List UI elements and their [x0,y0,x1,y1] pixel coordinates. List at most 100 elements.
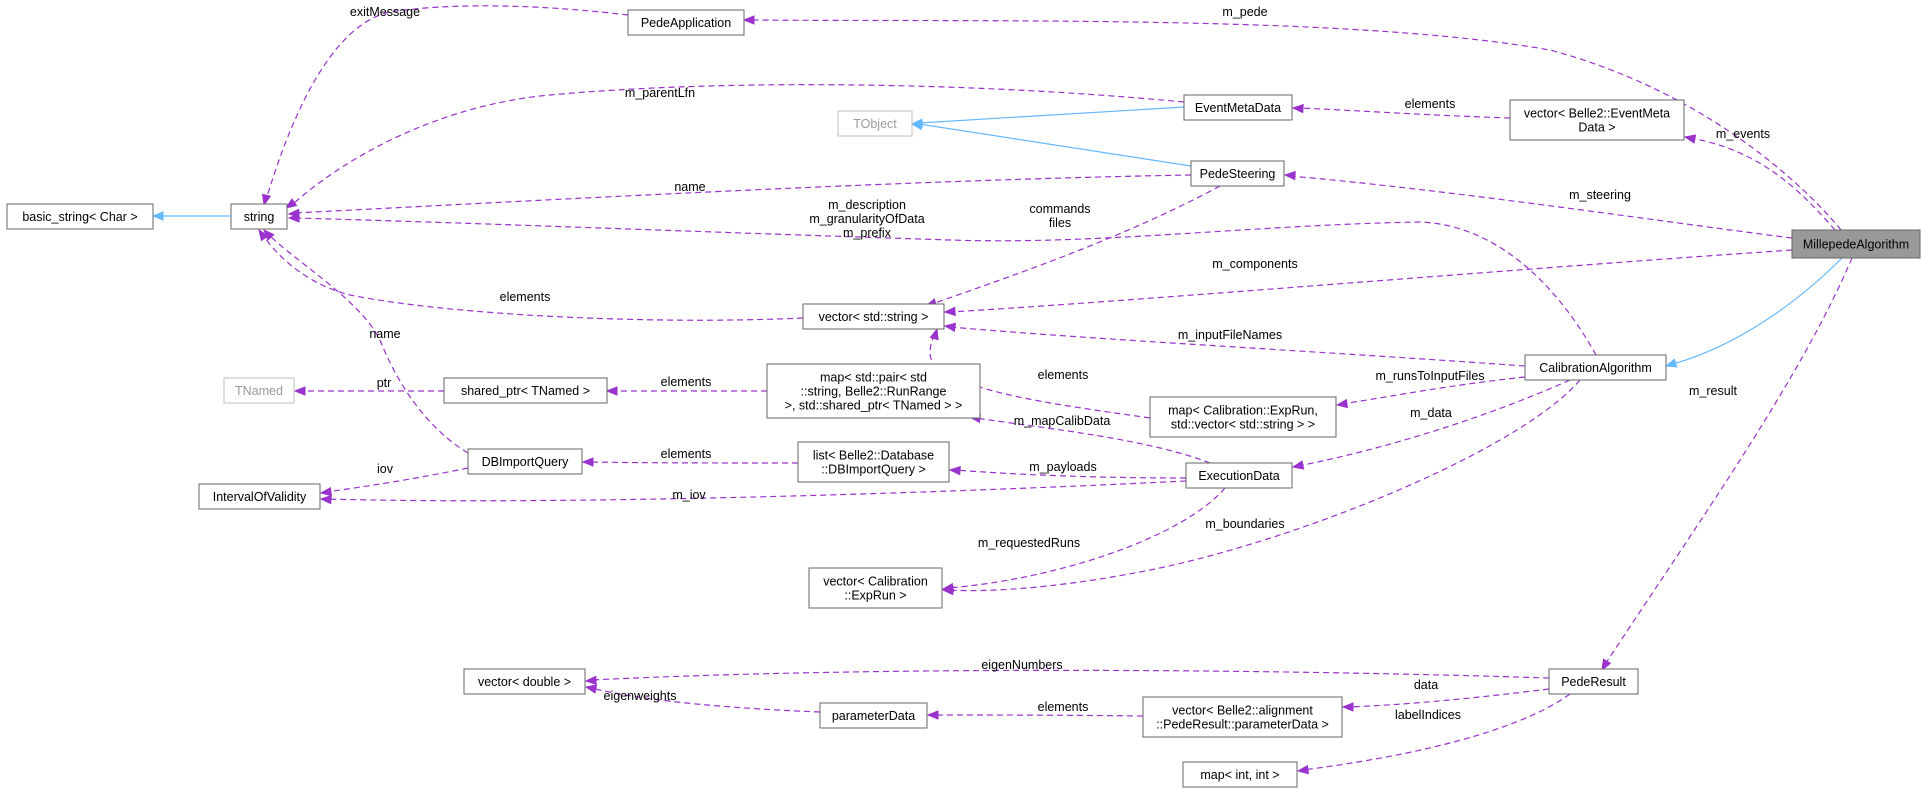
inheritance-arrowhead [910,120,924,131]
node-label: MillepedeAlgorithm [1803,238,1909,252]
node-label: PedeApplication [641,16,731,30]
node-box [797,441,950,483]
edge-line [947,379,1581,592]
inheritance-arrowhead [151,211,164,221]
edge-label: m_requestedRuns [978,536,1080,550]
node-box [1185,462,1293,489]
node-box [1509,99,1685,141]
edge-label: ptr [377,376,392,390]
node-label: ExecutionData [1198,469,1279,483]
edge-requestedRuns: m_requestedRuns [941,487,1226,593]
usage-arrowhead [293,386,306,396]
edge-m-iov: m_iov [319,480,1187,505]
edge-label: m_payloads [1029,460,1096,474]
edge-label: m_inputFileNames [1178,328,1282,342]
edge-label: m_boundaries [1205,517,1284,531]
node-label: ::string, Belle2::RunRange [801,385,947,399]
node-basic-string[interactable]: basic_string< Char > [6,203,154,230]
edge-line [949,249,1793,313]
node-tobject[interactable]: TObject [837,110,913,137]
node-pede-steering[interactable]: PedeSteering [1190,160,1285,187]
edge-shared-elements: elements [605,375,767,396]
node-pede-result[interactable]: PedeResult [1548,668,1639,695]
edge-line [954,469,1187,479]
node-label: >, std::shared_ptr< TNamed > > [785,399,963,413]
node-label: ::DBImportQuery > [821,463,926,477]
edge-line [974,417,1211,464]
node-map-exp-run[interactable]: map< Calibration::ExpRun,std::vector< st… [1149,396,1337,438]
node-box [1142,696,1343,738]
node-shared-ptr[interactable]: shared_ptr< TNamed > [443,377,608,404]
node-vec-string[interactable]: vector< std::string > [802,303,945,330]
node-box [627,9,745,36]
node-label: map< std::pair< std [820,371,927,385]
edge-line [1289,175,1793,239]
node-execution-data[interactable]: ExecutionData [1185,462,1293,489]
edge-label: elements [1405,97,1456,111]
edge-line [590,687,821,713]
usage-arrowhead [1335,398,1349,409]
node-label: shared_ptr< TNamed > [461,384,590,398]
edge-inputFileNames: m_inputFileNames [943,322,1526,367]
edge-parentLfn: m_parentLfn [284,84,1185,209]
usage-arrowhead [943,306,956,317]
node-map-int-int[interactable]: map< int, int > [1182,761,1298,788]
edge-result: m_result [1601,257,1853,672]
node-box [1183,94,1293,121]
edge-label: m_parentLfn [625,86,695,100]
node-label: vector< std::string > [819,310,929,324]
node-vec-param-data[interactable]: vector< Belle2::alignment::PedeResult::p… [1142,696,1343,738]
edge-runsToInputFiles: m_runsToInputFiles [1335,369,1526,409]
node-label: EventMetaData [1195,101,1281,115]
usage-arrowhead [263,229,275,241]
edge-label: elements [661,447,712,461]
node-box [1524,354,1667,381]
node-vec-exp-run[interactable]: vector< Calibration::ExpRun > [808,567,943,609]
edge-line [1347,688,1550,708]
edge-label: commands [1029,202,1090,216]
node-millepede[interactable]: MillepedeAlgorithm [1791,229,1921,259]
edge-label: exitMessage [350,5,420,19]
usage-arrowhead [287,213,300,223]
node-iov[interactable]: IntervalOfValidity [198,483,321,510]
node-vec-event-meta-data[interactable]: vector< Belle2::EventMetaData > [1509,99,1685,141]
edge-line [590,669,1550,681]
node-map-pair[interactable]: map< std::pair< std::string, Belle2::Run… [766,363,981,419]
edge-label: m_steering [1569,188,1631,202]
node-list-db[interactable]: list< Belle2::Database::DBImportQuery > [797,441,950,483]
edge-line [325,467,469,493]
node-pede-application[interactable]: PedeApplication [627,9,745,36]
usage-arrowhead [1341,702,1354,712]
node-calibration-algorithm[interactable]: CalibrationAlgorithm [1524,354,1667,381]
usage-arrowhead [948,465,961,476]
usage-arrowhead [1296,764,1310,775]
node-label: map< int, int > [1200,768,1279,782]
edge-label: m_iov [672,488,706,502]
usage-arrowhead [929,327,939,341]
edge-exitMessage: exitMessage [261,5,629,207]
edge-eigenNumbers: eigenNumbers [584,658,1550,686]
edge-line [325,480,1187,502]
node-db-import-query[interactable]: DBImportQuery [467,448,583,475]
edge-line [1297,107,1511,119]
edge-payloads: m_payloads [948,460,1187,479]
edge-line [1297,379,1571,467]
node-tnamed[interactable]: TNamed [223,377,295,404]
node-vec-double[interactable]: vector< double > [463,668,586,695]
node-parameter-data[interactable]: parameterData [819,702,928,729]
usage-arrowhead [1683,134,1697,144]
edge-label: m_components [1212,257,1297,271]
edge-calib-inherit [1664,257,1843,368]
node-string[interactable]: string [230,203,288,230]
usage-arrowhead [284,198,298,209]
node-box [443,377,608,404]
node-label: TObject [853,117,897,131]
edge-basic [151,211,231,221]
node-label: basic_string< Char > [22,210,137,224]
node-event-meta-data[interactable]: EventMetaData [1183,94,1293,121]
node-label: vector< double > [478,675,571,689]
node-box [198,483,321,510]
node-box [819,702,928,729]
node-box [463,668,586,695]
edge-label: name [369,327,400,341]
